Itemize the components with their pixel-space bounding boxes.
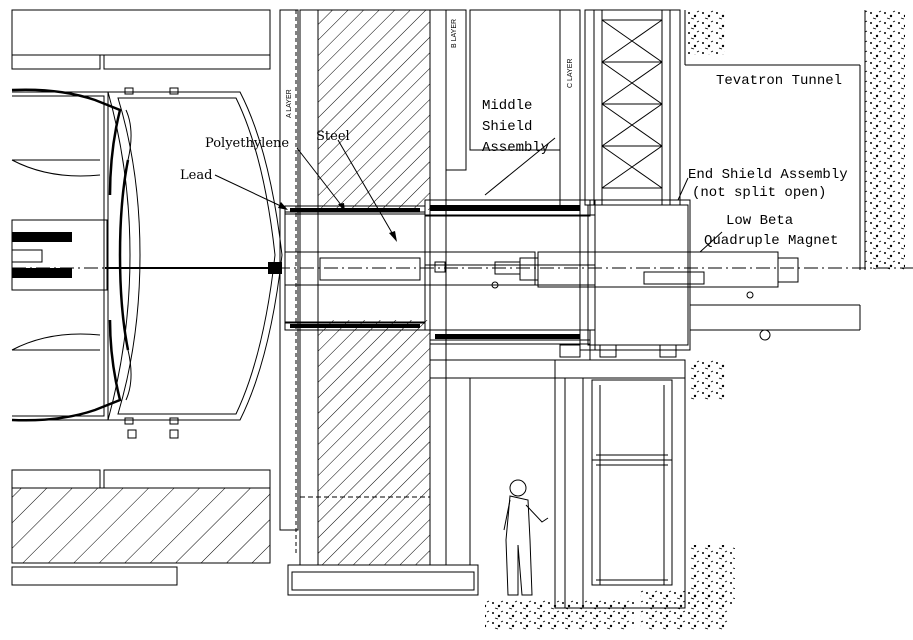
annotation-leaders (214, 137, 723, 253)
middle-shield-label-line2: Shield (482, 119, 532, 135)
lower-left-concrete (11, 469, 271, 586)
end-shield-label-line1: End Shield Assembly (688, 167, 848, 183)
middle-shield-label-line1: Middle (482, 98, 532, 114)
lead-label: Lead (180, 168, 212, 183)
support-structure (429, 339, 686, 609)
low-beta-label-line1: Low Beta (726, 213, 793, 229)
polyethylene-label: Polyethylene (205, 136, 289, 151)
low-beta-label-line2: Quadruple Magnet (704, 233, 838, 249)
tevatron-tunnel-wall (485, 10, 905, 630)
shielding-plug (268, 199, 596, 345)
low-beta-quadrupole-magnet (434, 251, 799, 299)
end-shield-assembly (579, 199, 691, 351)
c-layer-label: C LAYER (567, 59, 574, 88)
upper-left-concrete (11, 9, 271, 70)
human-scale-figure (503, 479, 549, 596)
a-b-concrete-wall (287, 9, 479, 596)
steel-tower-top (584, 9, 681, 206)
a-layer-column: A LAYER (279, 9, 299, 555)
tevatron-tunnel-label: Tevatron Tunnel (716, 73, 842, 89)
b-layer-label: B LAYER (451, 19, 458, 48)
middle-shield-label-line3: Assembly (482, 140, 549, 156)
central-detector (11, 87, 283, 439)
a-layer-label: A LAYER (286, 89, 293, 118)
end-shield-label-line2: (not split open) (692, 185, 826, 201)
steel-label: Steel (316, 129, 350, 144)
